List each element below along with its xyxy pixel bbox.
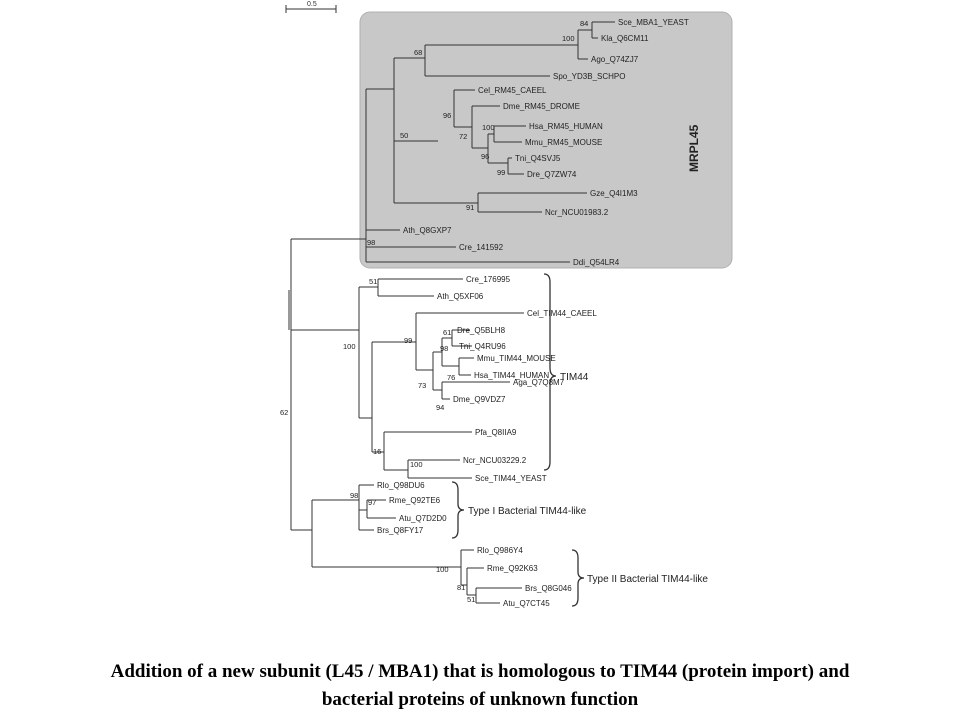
type2-group-label: Type II Bacterial TIM44-like [587, 574, 708, 585]
bacterial-type2-branches [460, 549, 522, 604]
leaf-label: Hsa_RM45_HUMAN [529, 122, 603, 131]
bootstrap-label: 100 [482, 123, 495, 132]
leaf-label: Gze_Q4I1M3 [590, 189, 638, 198]
leaf-label: Ncr_NCU03229.2 [463, 456, 527, 465]
bacterial-type1-branches [358, 484, 396, 531]
leaf-label: Ago_Q74ZJ7 [591, 55, 639, 64]
bootstrap-label: 98 [367, 238, 375, 247]
bootstrap-label: 96 [443, 111, 451, 120]
leaf-label: Kla_Q6CM11 [601, 34, 649, 43]
leaf-label: Brs_Q8G046 [525, 584, 572, 593]
bootstrap-values: 84 100 68 96 72 100 96 99 50 91 98 51 10… [280, 19, 588, 604]
bootstrap-label: 73 [418, 381, 426, 390]
type1-group-label: Type I Bacterial TIM44-like [468, 506, 587, 517]
bootstrap-label: 62 [280, 408, 288, 417]
caption-line: Addition of a new subunit (L45 / MBA1) t… [110, 661, 850, 682]
scale-bar: 0.5 [285, 1, 337, 13]
tim44-brace [543, 273, 557, 471]
leaf-label: Rme_Q92TE6 [389, 496, 441, 505]
mrpl45-label: MRPL45 [687, 124, 701, 172]
leaf-label: Pfa_Q8IIA9 [475, 428, 517, 437]
leaf-label: Cel_TIM44_CAEEL [527, 309, 597, 318]
leaf-label: Aga_Q7Q8M7 [513, 378, 565, 387]
leaf-label: Ath_Q8GXP7 [403, 226, 452, 235]
leaf-label: Atu_Q7CT45 [503, 599, 550, 608]
tree-backbone [288, 239, 461, 568]
leaf-label: Tni_Q4RU96 [459, 342, 506, 351]
leaf-label: Sce_MBA1_YEAST [618, 18, 689, 27]
leaf-label: Atu_Q7D2D0 [399, 514, 447, 523]
bootstrap-label: 94 [436, 403, 444, 412]
figure-caption: Addition of a new subunit (L45 / MBA1) t… [0, 658, 960, 714]
bootstrap-label: 99 [497, 168, 505, 177]
leaf-label: Cel_RM45_CAEEL [478, 86, 547, 95]
bootstrap-label: 97 [368, 498, 376, 507]
leaf-label: Tni_Q4SVJ5 [515, 154, 561, 163]
leaf-label: Mmu_RM45_MOUSE [525, 138, 602, 147]
bootstrap-label: 98 [350, 491, 358, 500]
phylogenetic-tree: 0.5 MRPL45 [280, 1, 733, 608]
leaf-labels: Sce_MBA1_YEAST Kla_Q6CM11 Ago_Q74ZJ7 Spo… [377, 18, 689, 608]
leaf-label: Dre_Q7ZW74 [527, 170, 577, 179]
leaf-label: Cre_141592 [459, 243, 504, 252]
leaf-label: Mmu_TIM44_MOUSE [477, 354, 556, 363]
bootstrap-label: 84 [580, 19, 588, 28]
scale-bar-label: 0.5 [307, 1, 317, 8]
bootstrap-label: 16 [373, 447, 381, 456]
leaf-label: Ddi_Q54LR4 [573, 258, 620, 267]
bootstrap-label: 81 [457, 583, 465, 592]
type2-brace [571, 549, 585, 607]
bootstrap-label: 72 [459, 132, 467, 141]
bootstrap-label: 100 [562, 34, 575, 43]
leaf-label: Rlo_Q98DU6 [377, 481, 425, 490]
leaf-label: Rme_Q92K63 [487, 564, 538, 573]
leaf-label: Rlo_Q986Y4 [477, 546, 523, 555]
bootstrap-label: 68 [414, 48, 422, 57]
bootstrap-label: 51 [369, 277, 377, 286]
bootstrap-label: 98 [440, 344, 448, 353]
leaf-label: Ath_Q5XF06 [437, 292, 484, 301]
type1-brace [451, 481, 465, 539]
leaf-label: Cre_176995 [466, 275, 511, 284]
leaf-label: Dme_Q9VDZ7 [453, 395, 506, 404]
leaf-label: Dre_Q5BLH8 [457, 326, 506, 335]
bootstrap-label: 61 [443, 328, 451, 337]
tim44-group-label: TIM44 [560, 372, 589, 383]
leaf-label: Spo_YD3B_SCHPO [553, 72, 625, 81]
caption-line: bacterial proteins of unknown function [321, 689, 639, 710]
leaf-label: Sce_TIM44_YEAST [475, 474, 547, 483]
leaf-label: Hsa_TIM44_HUMAN [474, 371, 549, 380]
bootstrap-label: 100 [343, 342, 356, 351]
bootstrap-label: 99 [404, 336, 412, 345]
bootstrap-label: 91 [466, 203, 474, 212]
bootstrap-label: 96 [481, 152, 489, 161]
bootstrap-label: 100 [410, 460, 423, 469]
bootstrap-label: 100 [436, 565, 449, 574]
bootstrap-label: 76 [447, 373, 455, 382]
mrpl45-branches [291, 21, 615, 263]
leaf-label: Ncr_NCU01983.2 [545, 208, 609, 217]
leaf-label: Dme_RM45_DROME [503, 102, 580, 111]
bootstrap-label: 51 [467, 595, 475, 604]
bootstrap-label: 50 [400, 131, 408, 140]
tim44-branches [291, 278, 524, 479]
leaf-label: Brs_Q8FY17 [377, 526, 424, 535]
